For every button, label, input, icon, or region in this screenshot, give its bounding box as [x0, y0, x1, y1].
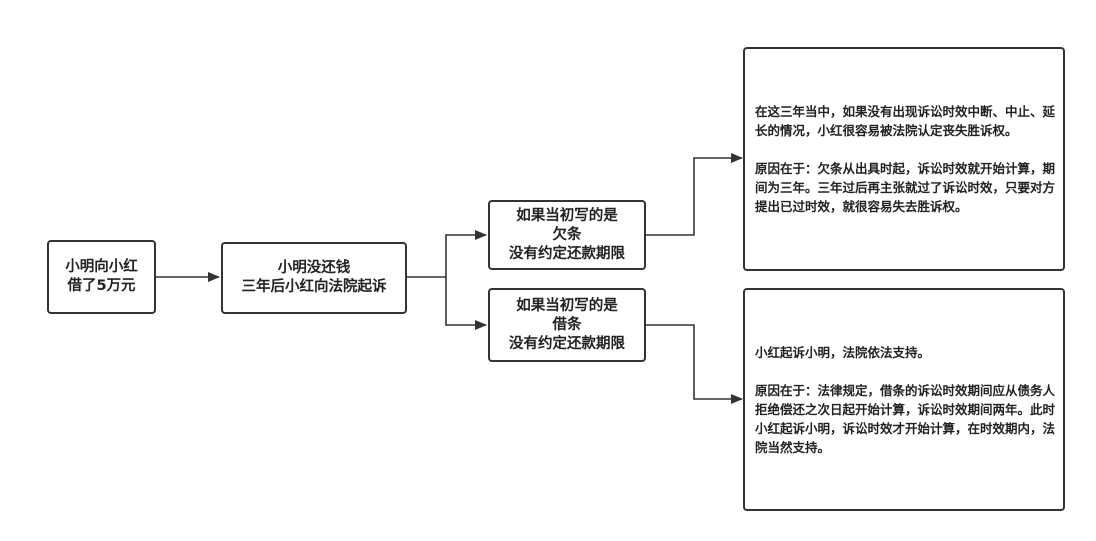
node-branch-loan: 如果当初写的是 借条 没有约定还款期限 — [488, 288, 646, 362]
arrow-loan-to-note — [645, 324, 743, 404]
node-branch-loan-line2: 借条 — [552, 316, 582, 333]
note-loan: 小红起诉小明，法院依法支持。 原因在于：法律规定，借条的诉讼时效期间应从债务人拒… — [743, 288, 1065, 511]
node-branch-iou-line2: 欠条 — [552, 226, 582, 243]
node-branch-iou: 如果当初写的是 欠条 没有约定还款期限 — [488, 200, 646, 270]
node-branch-iou-line1: 如果当初写的是 — [516, 207, 618, 224]
note-iou-paragraph-1: 在这三年当中，如果没有出现诉讼时效中断、中止、延长的情况，小红很容易被法院认定丧… — [755, 104, 1056, 138]
node-branch-iou-line3: 没有约定还款期限 — [509, 245, 625, 262]
node-start: 小明向小红 借了5万元 — [47, 240, 156, 314]
note-loan-paragraph-1: 小红起诉小明，法院依法支持。 — [755, 344, 931, 360]
node-middle: 小明没还钱 三年后小红向法院起诉 — [221, 242, 407, 314]
arrow-to-branch-loan — [445, 277, 487, 330]
node-middle-line1: 小明没还钱 — [277, 260, 351, 276]
node-start-line1: 小明向小红 — [65, 259, 138, 275]
arrow-to-branch-iou — [445, 230, 487, 277]
node-middle-line2: 三年后小红向法院起诉 — [241, 279, 387, 295]
node-start-line2: 借了5万元 — [67, 278, 136, 294]
node-branch-loan-line3: 没有约定还款期限 — [509, 335, 625, 352]
note-iou-paragraph-2: 原因在于：欠条从出具时起，诉讼时效就开始计算，期间为三年。三年过后再主张就过了诉… — [755, 161, 1056, 214]
note-iou: 在这三年当中，如果没有出现诉讼时效中断、中止、延长的情况，小红很容易被法院认定丧… — [743, 47, 1065, 271]
note-loan-paragraph-2: 原因在于：法律规定，借条的诉讼时效期间应从债务人拒绝偿还之次日起开始计算，诉讼时… — [755, 382, 1056, 455]
arrow-iou-to-note — [645, 153, 743, 236]
node-branch-loan-line1: 如果当初写的是 — [516, 297, 618, 314]
